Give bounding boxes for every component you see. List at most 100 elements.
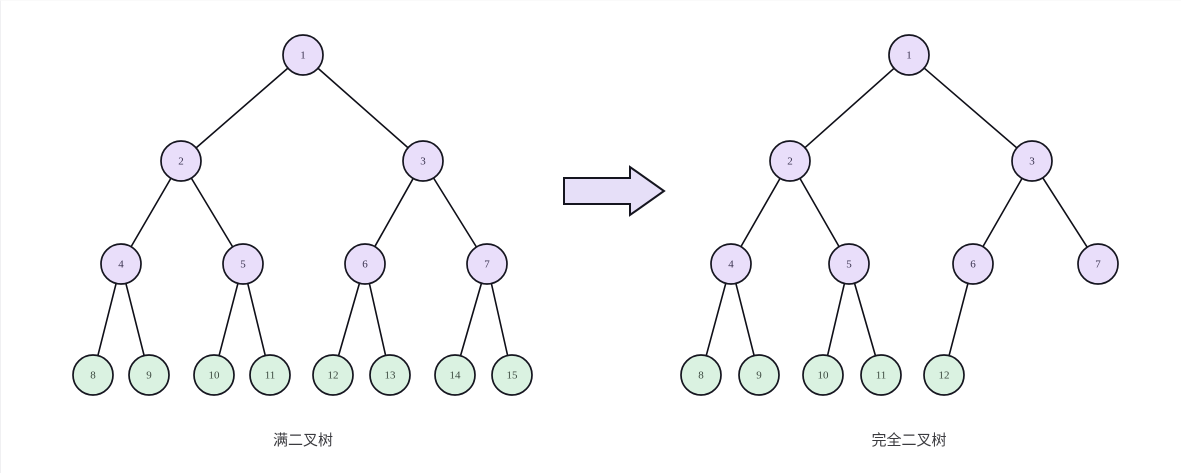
- tree-node-2[interactable]: 2: [160, 140, 202, 182]
- node-label: 7: [1095, 259, 1101, 271]
- tree-node-4[interactable]: 4: [100, 243, 142, 285]
- tree-edge: [337, 282, 361, 357]
- node-circle: [344, 243, 386, 285]
- tree-node-6[interactable]: 6: [952, 243, 994, 285]
- node-circle: [222, 243, 264, 285]
- tree-node-3[interactable]: 3: [1011, 140, 1053, 182]
- tree-node-10[interactable]: 10: [193, 354, 235, 396]
- node-circle: [952, 243, 994, 285]
- node-label: 6: [970, 259, 976, 271]
- tree-node-7[interactable]: 7: [466, 243, 508, 285]
- node-circle: [680, 354, 722, 396]
- tree-caption-full-binary-tree: 满二叉树: [273, 431, 333, 449]
- tree-edge: [705, 282, 727, 357]
- tree-edge: [853, 282, 877, 357]
- tree-node-8[interactable]: 8: [72, 354, 114, 396]
- tree-edge: [804, 67, 895, 149]
- tree-node-12[interactable]: 12: [923, 354, 965, 396]
- tree-node-4[interactable]: 4: [710, 243, 752, 285]
- node-label: 15: [507, 370, 519, 382]
- tree-edge: [982, 177, 1023, 248]
- node-circle: [738, 354, 780, 396]
- node-circle: [100, 243, 142, 285]
- tree-node-11[interactable]: 11: [860, 354, 902, 396]
- node-label: 7: [484, 259, 490, 271]
- node-label: 4: [728, 259, 734, 271]
- node-circle: [828, 243, 870, 285]
- tree-edge: [923, 67, 1018, 149]
- tree-node-9[interactable]: 9: [128, 354, 170, 396]
- tree-edge: [740, 177, 781, 248]
- tree-edge: [125, 282, 145, 357]
- tree-edge: [246, 282, 267, 357]
- node-label: 9: [756, 370, 762, 382]
- tree-captions-layer: 满二叉树完全二叉树: [273, 431, 947, 449]
- node-label: 3: [420, 156, 426, 168]
- tree-node-11[interactable]: 11: [249, 354, 291, 396]
- tree-node-5[interactable]: 5: [828, 243, 870, 285]
- tree-node-3[interactable]: 3: [402, 140, 444, 182]
- node-label: 2: [178, 156, 184, 168]
- node-circle: [249, 354, 291, 396]
- tree-node-12[interactable]: 12: [312, 354, 354, 396]
- tree-node-14[interactable]: 14: [434, 354, 476, 396]
- node-circle: [888, 34, 930, 76]
- tree-node-8[interactable]: 8: [680, 354, 722, 396]
- tree-edge: [368, 282, 387, 357]
- tree-edge: [97, 282, 117, 357]
- tree-edge: [490, 282, 509, 357]
- tree-edge: [195, 67, 289, 149]
- node-label: 12: [328, 370, 339, 382]
- tree-edge: [735, 282, 755, 357]
- node-label: 1: [300, 50, 306, 62]
- tree-node-1[interactable]: 1: [888, 34, 930, 76]
- node-circle: [710, 243, 752, 285]
- transform-arrow-icon: [563, 165, 666, 217]
- tree-edge: [218, 282, 239, 357]
- node-circle: [369, 354, 411, 396]
- node-label: 8: [90, 370, 96, 382]
- tree-edges-layer: [97, 67, 1089, 357]
- node-label: 4: [118, 259, 124, 271]
- node-circle: [860, 354, 902, 396]
- tree-node-13[interactable]: 13: [369, 354, 411, 396]
- node-label: 1: [906, 50, 912, 62]
- tree-node-10[interactable]: 10: [802, 354, 844, 396]
- node-label: 12: [939, 370, 950, 382]
- node-circle: [282, 34, 324, 76]
- node-label: 5: [846, 259, 852, 271]
- node-circle: [72, 354, 114, 396]
- tree-edge: [1041, 177, 1089, 248]
- tree-node-6[interactable]: 6: [344, 243, 386, 285]
- tree-node-2[interactable]: 2: [769, 140, 811, 182]
- tree-node-9[interactable]: 9: [738, 354, 780, 396]
- node-label: 10: [209, 370, 221, 382]
- node-label: 3: [1029, 156, 1035, 168]
- tree-node-15[interactable]: 15: [491, 354, 533, 396]
- node-circle: [160, 140, 202, 182]
- node-label: 11: [265, 370, 276, 382]
- tree-edge: [317, 67, 409, 149]
- node-label: 2: [787, 156, 793, 168]
- node-label: 5: [240, 259, 246, 271]
- tree-edge: [826, 282, 846, 357]
- node-label: 13: [385, 370, 397, 382]
- node-label: 10: [818, 370, 830, 382]
- tree-node-7[interactable]: 7: [1077, 243, 1119, 285]
- node-label: 9: [146, 370, 152, 382]
- node-label: 8: [698, 370, 704, 382]
- tree-node-1[interactable]: 1: [282, 34, 324, 76]
- tree-node-5[interactable]: 5: [222, 243, 264, 285]
- node-circle: [491, 354, 533, 396]
- tree-edge: [459, 282, 483, 357]
- tree-edge: [130, 177, 172, 248]
- tree-edge: [948, 282, 969, 357]
- node-circle: [128, 354, 170, 396]
- transform-arrow-layer: [563, 165, 666, 217]
- node-circle: [769, 140, 811, 182]
- node-circle: [923, 354, 965, 396]
- tree-edge: [374, 177, 414, 248]
